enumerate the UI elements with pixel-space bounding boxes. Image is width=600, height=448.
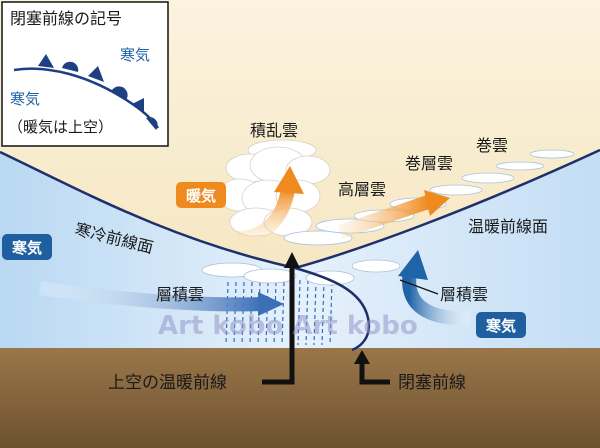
stratocumulus-left-label: 層積雲 <box>156 285 204 304</box>
occluded-front-pointer-head <box>354 350 370 364</box>
legend-cold-air-left-label: 寒気 <box>10 90 40 108</box>
warm-front-surface-label: 温暖前線面 <box>468 217 548 236</box>
cirrus-cloud <box>495 149 575 171</box>
legend-box: 閉塞前線の記号 寒気 寒気 （暖気は上空） <box>1 1 169 147</box>
occluded-front-label: 閉塞前線 <box>398 373 466 393</box>
cold-air-right-arrow <box>402 270 471 326</box>
watermark-text: Art kobo Art kobo <box>158 311 418 341</box>
legend-semicircle-icon <box>62 61 79 72</box>
occluded-front-pointer <box>359 360 390 385</box>
legend-note: （暖気は上空） <box>8 118 113 136</box>
cold-air-right-badge: 寒気 <box>476 312 526 338</box>
ground <box>0 348 600 448</box>
legend-triangle-icon <box>132 98 144 114</box>
cirrus-label: 巻雲 <box>476 136 508 155</box>
cold-air-left-arrow <box>38 281 263 312</box>
altostratus-label: 高層雲 <box>338 180 386 199</box>
svg-text:寒気: 寒気 <box>486 317 516 335</box>
svg-text:暖気: 暖気 <box>186 187 216 205</box>
warm-air-upslope-arrow-head <box>424 190 450 216</box>
stratocumulus-right-leader <box>399 279 439 295</box>
cold-air-left-arrow-head <box>258 292 284 316</box>
cumulonimbus-label: 積乱雲 <box>250 121 298 140</box>
rain-streaks <box>225 279 333 346</box>
legend-cold-air-right-label: 寒気 <box>120 46 150 64</box>
warm-air-upslope-arrow <box>337 195 431 239</box>
upper-warm-front-label: 上空の温暖前線 <box>108 373 227 393</box>
occluded-front-boundary <box>294 266 371 352</box>
cirrostratus-label: 巻層雲 <box>405 154 453 173</box>
legend-title: 閉塞前線の記号 <box>10 9 122 28</box>
stratocumulus-cloud <box>201 259 401 286</box>
svg-text:寒気: 寒気 <box>12 239 42 257</box>
cirrostratus-cloud <box>429 172 515 196</box>
stratocumulus-right-label: 層積雲 <box>440 285 488 304</box>
legend-triangle-icon <box>38 54 54 68</box>
cold-air-right-arrow-head <box>398 250 428 280</box>
cold-air-left-badge: 寒気 <box>2 234 52 260</box>
cold-front-surface-line <box>0 150 296 270</box>
warm-air-badge: 暖気 <box>176 182 226 208</box>
legend-semicircle-icon <box>146 117 158 130</box>
upper-warm-front-pointer-head <box>284 252 300 268</box>
legend-triangle-icon <box>88 66 104 82</box>
legend-semicircle-icon <box>112 86 128 100</box>
warm-air-rising-arrow <box>237 188 295 245</box>
upper-warm-front-pointer <box>262 262 295 385</box>
warm-air-arrow-head <box>274 166 304 194</box>
warm-front-surface-line <box>294 148 600 270</box>
